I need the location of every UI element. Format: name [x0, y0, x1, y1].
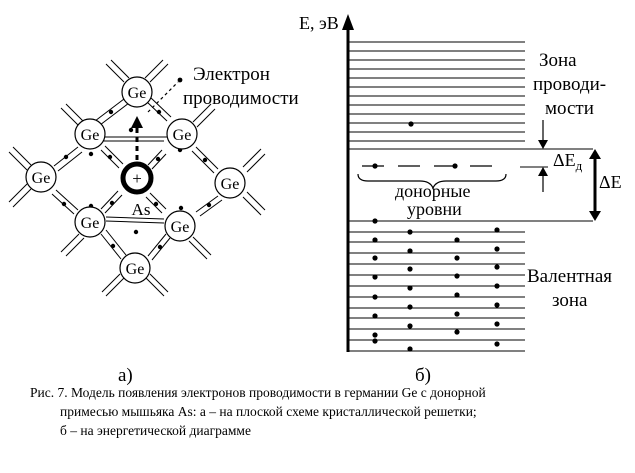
caption-line3: б – на энергетической диаграмме [60, 423, 251, 438]
valence-label-line2: зона [552, 290, 588, 311]
delta-e-label: ΔE [599, 172, 622, 192]
ge-atom-right [214, 167, 246, 199]
ge-label-right: Ge [221, 176, 240, 193]
donor-label-line1: донорные [395, 181, 471, 201]
conduction-electron [408, 121, 414, 127]
energy-diagram [342, 14, 601, 352]
ge-label-left: Ge [32, 170, 51, 187]
ge-atom-lower-left [74, 206, 106, 238]
ge-atom-upper-left [74, 118, 106, 150]
delta-ed-arrows [538, 120, 548, 192]
ge-label-upper-left: Ge [81, 127, 100, 144]
ge-label-lower-right: Ge [171, 219, 190, 236]
conduction-label-line1: Зона [539, 50, 577, 71]
energy-axis-label: E, эВ [299, 13, 339, 33]
donor-brace [357, 173, 507, 190]
conduction-label-line2: проводи- [533, 74, 606, 95]
delta-e-arrow [589, 149, 601, 221]
ge-atom-left [25, 161, 57, 193]
ge-label-top: Ge [128, 85, 147, 102]
panel-label-a: а) [118, 365, 133, 386]
outer-bonds [8, 59, 266, 297]
delta-ed-label: ΔEд [553, 150, 583, 173]
electron-label-line1: Электрон [193, 64, 270, 85]
ge-atom-lower-right [164, 210, 196, 242]
ge-atoms [25, 76, 246, 284]
ge-label-bottom: Ge [126, 261, 145, 278]
ge-atom-top [121, 76, 153, 108]
as-impurity-atom [120, 161, 154, 195]
inner-bonds [51, 96, 223, 261]
caption-line2: примесью мышьяка As: а – на плоской схем… [60, 404, 477, 419]
donor-electron-1 [372, 163, 378, 169]
conduction-band [348, 41, 593, 150]
donor-electron-2 [452, 163, 458, 169]
donor-label-line2: уровни [407, 199, 462, 219]
ge-label-upper-right: Ge [173, 127, 192, 144]
conduction-label-line3: мости [545, 98, 594, 119]
valence-label-line1: Валентная [527, 266, 612, 287]
caption-line1: Рис. 7. Модель появления электронов пров… [30, 385, 486, 400]
lattice-diagram [8, 59, 266, 297]
conduction-electron-arrow [131, 77, 183, 160]
ge-atom-upper-right [166, 118, 198, 150]
impurity-sign: + [132, 169, 142, 188]
ge-atom-bottom [119, 252, 151, 284]
energy-axis-arrow [342, 14, 354, 30]
valence-electrons [372, 218, 500, 352]
ge-label-lower-left: Ge [81, 215, 100, 232]
electron-label-line2: проводимости [183, 88, 299, 109]
impurity-label: As [132, 200, 151, 219]
figure-caption: Рис. 7. Модель появления электронов пров… [30, 383, 630, 440]
panel-label-b: б) [415, 365, 431, 386]
